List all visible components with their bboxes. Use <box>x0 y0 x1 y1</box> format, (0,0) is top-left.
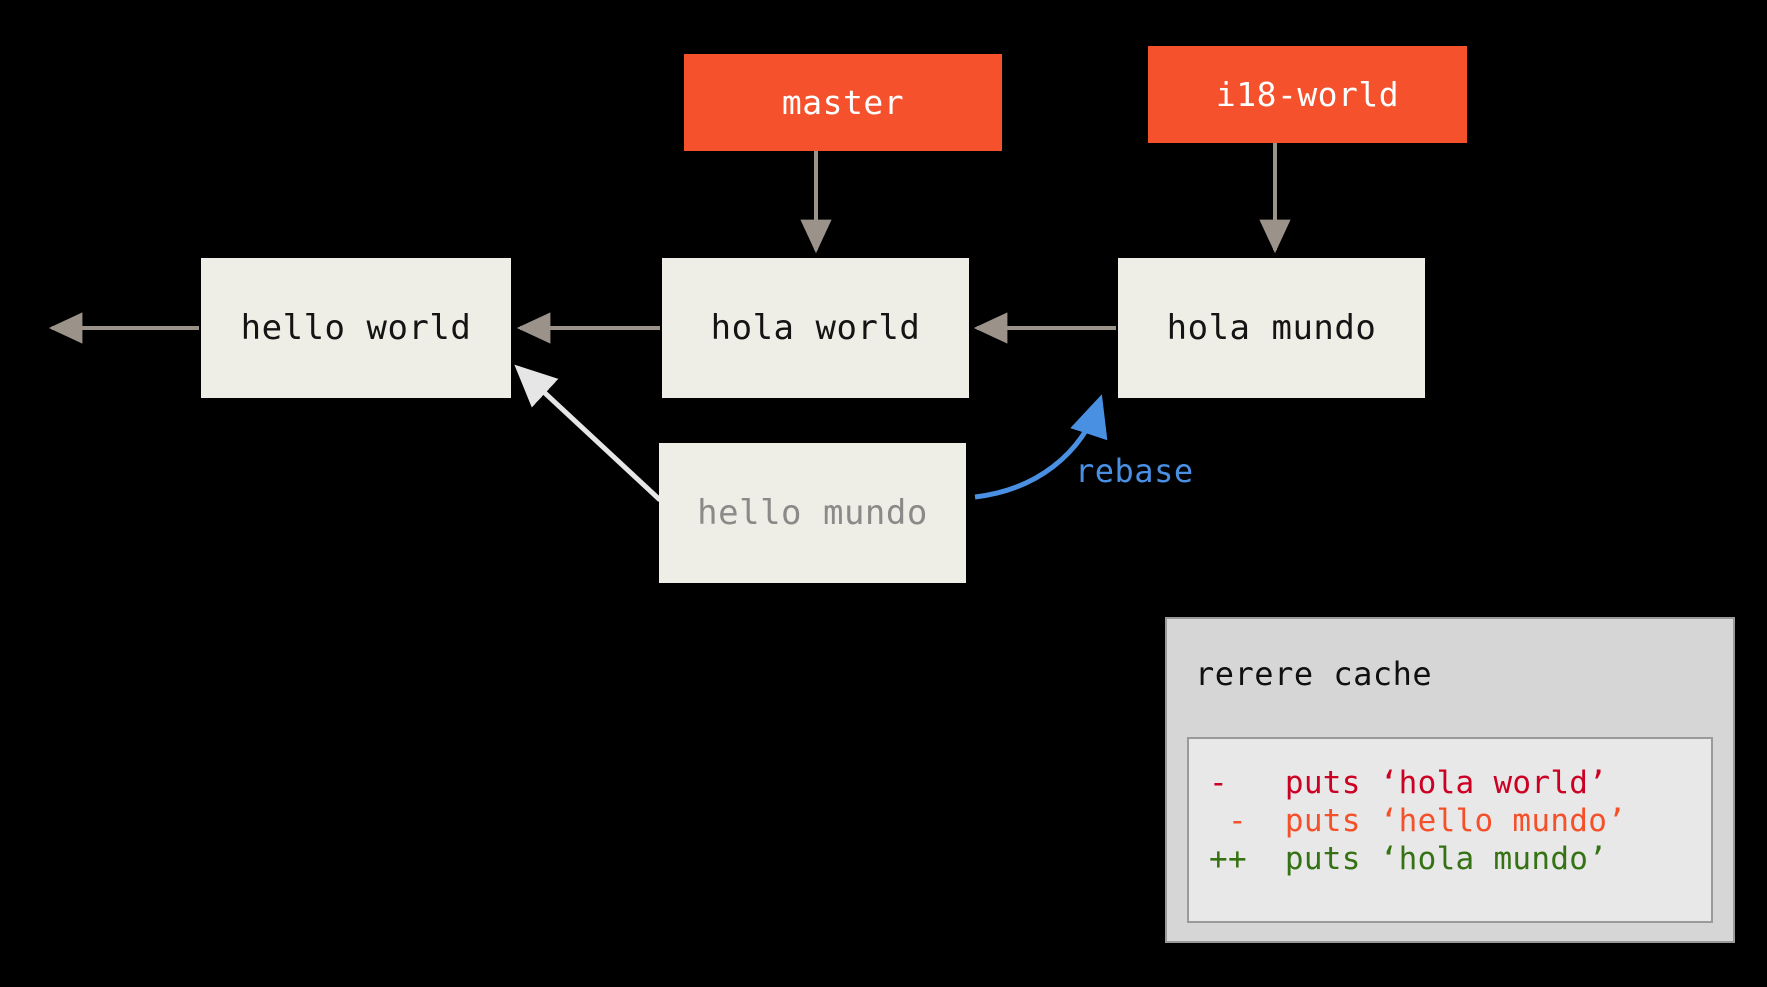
commit-label-hola-world: hola world <box>710 308 921 348</box>
rebase-annotation-label: rebase <box>1075 452 1194 490</box>
branch-label-master[interactable]: master <box>684 54 1002 151</box>
commit-node-hola-world[interactable]: hola world <box>662 258 969 398</box>
branch-label-i18-world-text: i18-world <box>1215 75 1400 114</box>
rerere-cache-title: rerere cache <box>1195 655 1433 693</box>
commit-label-hello-mundo: hello mundo <box>697 493 928 533</box>
branch-label-master-text: master <box>781 83 905 122</box>
rerere-diff-line-removed-hello-mundo: - puts ‘hello mundo’ <box>1209 803 1627 839</box>
rerere-cache-panel: rerere cache - puts ‘hola world’ - puts … <box>1165 617 1735 943</box>
commit-node-hello-world[interactable]: hello world <box>201 258 511 398</box>
commit-label-hola-mundo: hola mundo <box>1166 308 1377 348</box>
rerere-diff-line-added-hola-mundo: ++ puts ‘hola mundo’ <box>1209 841 1608 877</box>
commit-node-hello-mundo[interactable]: hello mundo <box>659 443 966 583</box>
commit-node-hola-mundo[interactable]: hola mundo <box>1118 258 1425 398</box>
rerere-cache-code-block: - puts ‘hola world’ - puts ‘hello mundo’… <box>1187 737 1713 923</box>
arrow-hello-mundo-to-hello-world <box>514 364 662 502</box>
branch-label-i18-world[interactable]: i18-world <box>1148 46 1467 143</box>
commit-label-hello-world: hello world <box>240 308 472 348</box>
rerere-diff-line-removed-hola-world: - puts ‘hola world’ <box>1209 765 1608 801</box>
